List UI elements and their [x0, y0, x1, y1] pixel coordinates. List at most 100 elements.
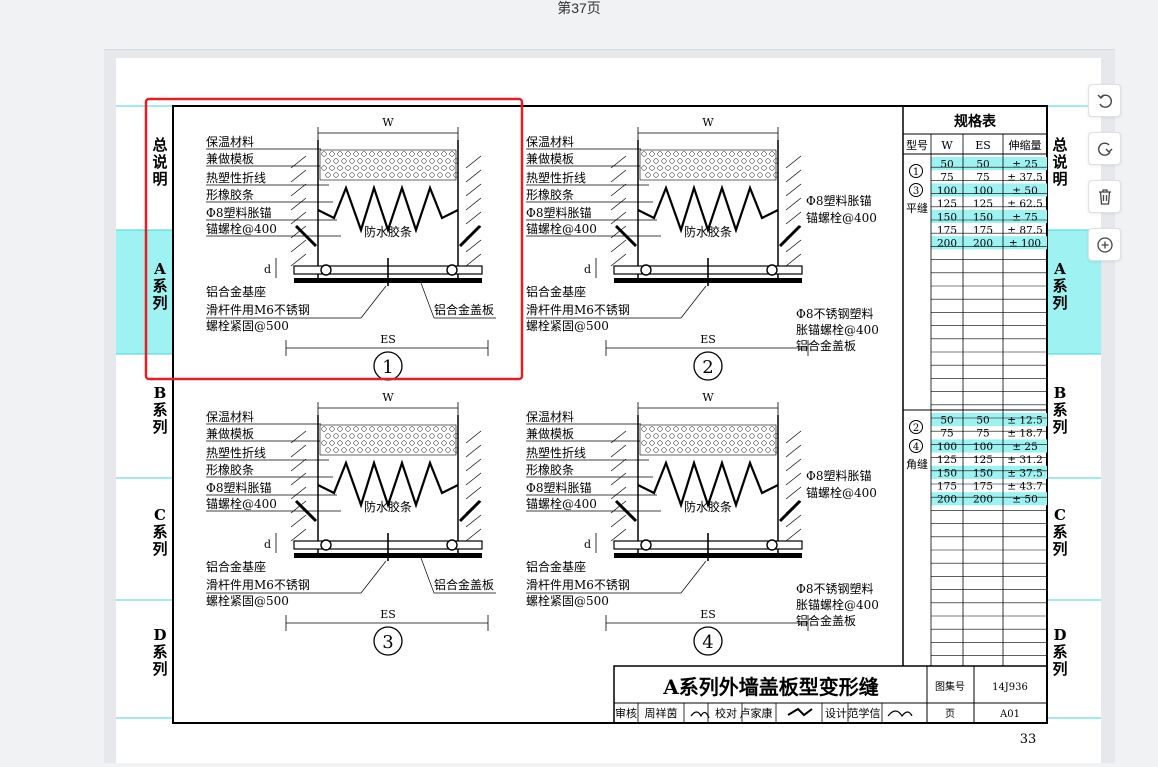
- table-cell: ± 37.5: [1007, 467, 1043, 479]
- detail-2-insulation-cell: [653, 172, 659, 178]
- detail-2-base-label: 铝合金基座: [526, 284, 586, 299]
- delete-icon: [1098, 188, 1111, 205]
- detail-2-label: 兼做模板: [526, 151, 574, 166]
- detail-1-insulation-cell: [433, 165, 439, 171]
- detail-2-insulation-cell: [685, 172, 691, 178]
- detail-4-right-label: 锚螺栓@400: [806, 485, 877, 500]
- detail-1-insulation-cell: [417, 165, 423, 171]
- delete-button[interactable]: [1088, 180, 1121, 213]
- detail-1-insulation-cell: [349, 158, 355, 164]
- detail-2-insulation-cell: [765, 172, 771, 178]
- detail-2-insulation-cell: [645, 172, 651, 178]
- detail-3-label: Φ8塑料胀锚: [206, 480, 271, 495]
- detail-2-insulation-cell: [757, 158, 763, 164]
- detail-3-hatch: [465, 458, 482, 472]
- detail-4-insulation-cell: [737, 426, 743, 432]
- detail-4-hatch: [610, 430, 627, 444]
- detail-1-insulation-cell: [337, 165, 343, 171]
- detail-1-insulation-cell: [333, 172, 339, 178]
- detail-3-insulation-cell: [357, 433, 363, 439]
- detail-2-insulation-cell: [705, 151, 711, 157]
- right-side-tab: 系: [1052, 401, 1067, 419]
- detail-2-anchor: [778, 224, 802, 248]
- selection-box[interactable]: [144, 97, 524, 381]
- right-side-tab: 总: [1052, 136, 1067, 154]
- detail-1-insulation-cell: [341, 172, 347, 178]
- type-mark: 3: [913, 186, 919, 197]
- detail-3-insulation-cell: [413, 433, 419, 439]
- detail-3-insulation-cell: [365, 447, 371, 453]
- detail-3-leader: [420, 557, 435, 594]
- detail-2-insulation-cell: [673, 165, 679, 171]
- detail-1-base-label: 铝合金基座: [206, 284, 266, 299]
- signature-mark: [787, 707, 813, 717]
- detail-1-label: 形橡胶条: [206, 187, 254, 202]
- detail-4-insulation-cell: [713, 440, 719, 446]
- detail-2-roller: [640, 264, 652, 276]
- detail-4-insulation-cell: [709, 447, 715, 453]
- detail-4-insulation-cell: [705, 426, 711, 432]
- detail-4-hatch: [610, 444, 627, 458]
- detail-4-insulation-cell: [665, 426, 671, 432]
- detail-1-bolt-label: 滑杆件用M6不锈钢: [206, 303, 310, 317]
- detail-3-insulation-cell: [337, 440, 343, 446]
- detail-4-insulation-cell: [733, 433, 739, 439]
- detail-4-insulation-cell: [765, 447, 771, 453]
- detail-2-hatch: [785, 211, 802, 225]
- detail-3-insulation-cell: [445, 447, 451, 453]
- detail-3-insulation-cell: [425, 426, 431, 432]
- table-cell: 125: [937, 454, 957, 466]
- zoom-in-button[interactable]: [1088, 228, 1121, 261]
- detail-2-insulation-cell: [717, 172, 723, 178]
- rotate-right-button[interactable]: [1088, 132, 1121, 165]
- table-cell: 75: [940, 428, 953, 440]
- detail-4-roller: [640, 539, 652, 551]
- detail-2-insulation-cell: [733, 158, 739, 164]
- table-cell: 100: [973, 441, 993, 453]
- detail-3-insulation-cell: [349, 433, 355, 439]
- detail-3-number: 3: [382, 632, 393, 653]
- detail-1-insulation-cell: [405, 158, 411, 164]
- detail-3-insulation-cell: [425, 440, 431, 446]
- detail-2-insulation-cell: [681, 165, 687, 171]
- table-cell: 200: [973, 494, 993, 506]
- detail-3-insulation-cell: [433, 426, 439, 432]
- detail-4-insulation-cell: [653, 433, 659, 439]
- detail-2-leader: [680, 285, 707, 319]
- detail-2-insulation-cell: [765, 158, 771, 164]
- table-cell: ± 62.5: [1007, 198, 1043, 210]
- detail-4-insulation-cell: [757, 433, 763, 439]
- detail-2-hatch: [610, 211, 627, 225]
- detail-1-insulation-cell: [337, 151, 343, 157]
- detail-4-insulation-cell: [717, 447, 723, 453]
- detail-4-insulation-cell: [769, 426, 775, 432]
- detail-3-base-label: 铝合金基座: [206, 559, 266, 574]
- type-mark: 4: [913, 442, 919, 453]
- type-mark-circle: [909, 183, 923, 197]
- detail-2-insulation-cell: [705, 165, 711, 171]
- table-cell: 100: [937, 185, 957, 197]
- detail-1-insulation-cell: [393, 165, 399, 171]
- detail-1-insulation-cell: [341, 158, 347, 164]
- detail-4-insulation-cell: [697, 426, 703, 432]
- detail-2-insulation-cell: [713, 151, 719, 157]
- detail-3-hatch: [290, 528, 307, 542]
- left-side-tab: 系: [152, 523, 167, 541]
- detail-4-insulation-cell: [641, 440, 647, 446]
- rotate-left-button[interactable]: [1088, 84, 1121, 117]
- detail-4-insulation-cell: [689, 426, 695, 432]
- detail-1-insulation-cell: [369, 151, 375, 157]
- detail-4-right-label: 胀锚螺栓@400: [796, 597, 879, 612]
- zoom-in-icon: [1096, 236, 1113, 253]
- detail-1-insulation-cell: [397, 172, 403, 178]
- signature-field: 范学信: [848, 706, 881, 720]
- table-row-highlight: [931, 492, 1047, 506]
- detail-1-insulation-cell: [321, 165, 327, 171]
- detail-2-right-label: 锚螺栓@400: [806, 210, 877, 225]
- table-cell: 75: [976, 172, 989, 184]
- detail-2-seal-label: 防水胶条: [684, 224, 732, 239]
- detail-4-hatch: [785, 514, 802, 528]
- detail-3-hatch: [290, 444, 307, 458]
- right-side-tab: 列: [1052, 294, 1067, 312]
